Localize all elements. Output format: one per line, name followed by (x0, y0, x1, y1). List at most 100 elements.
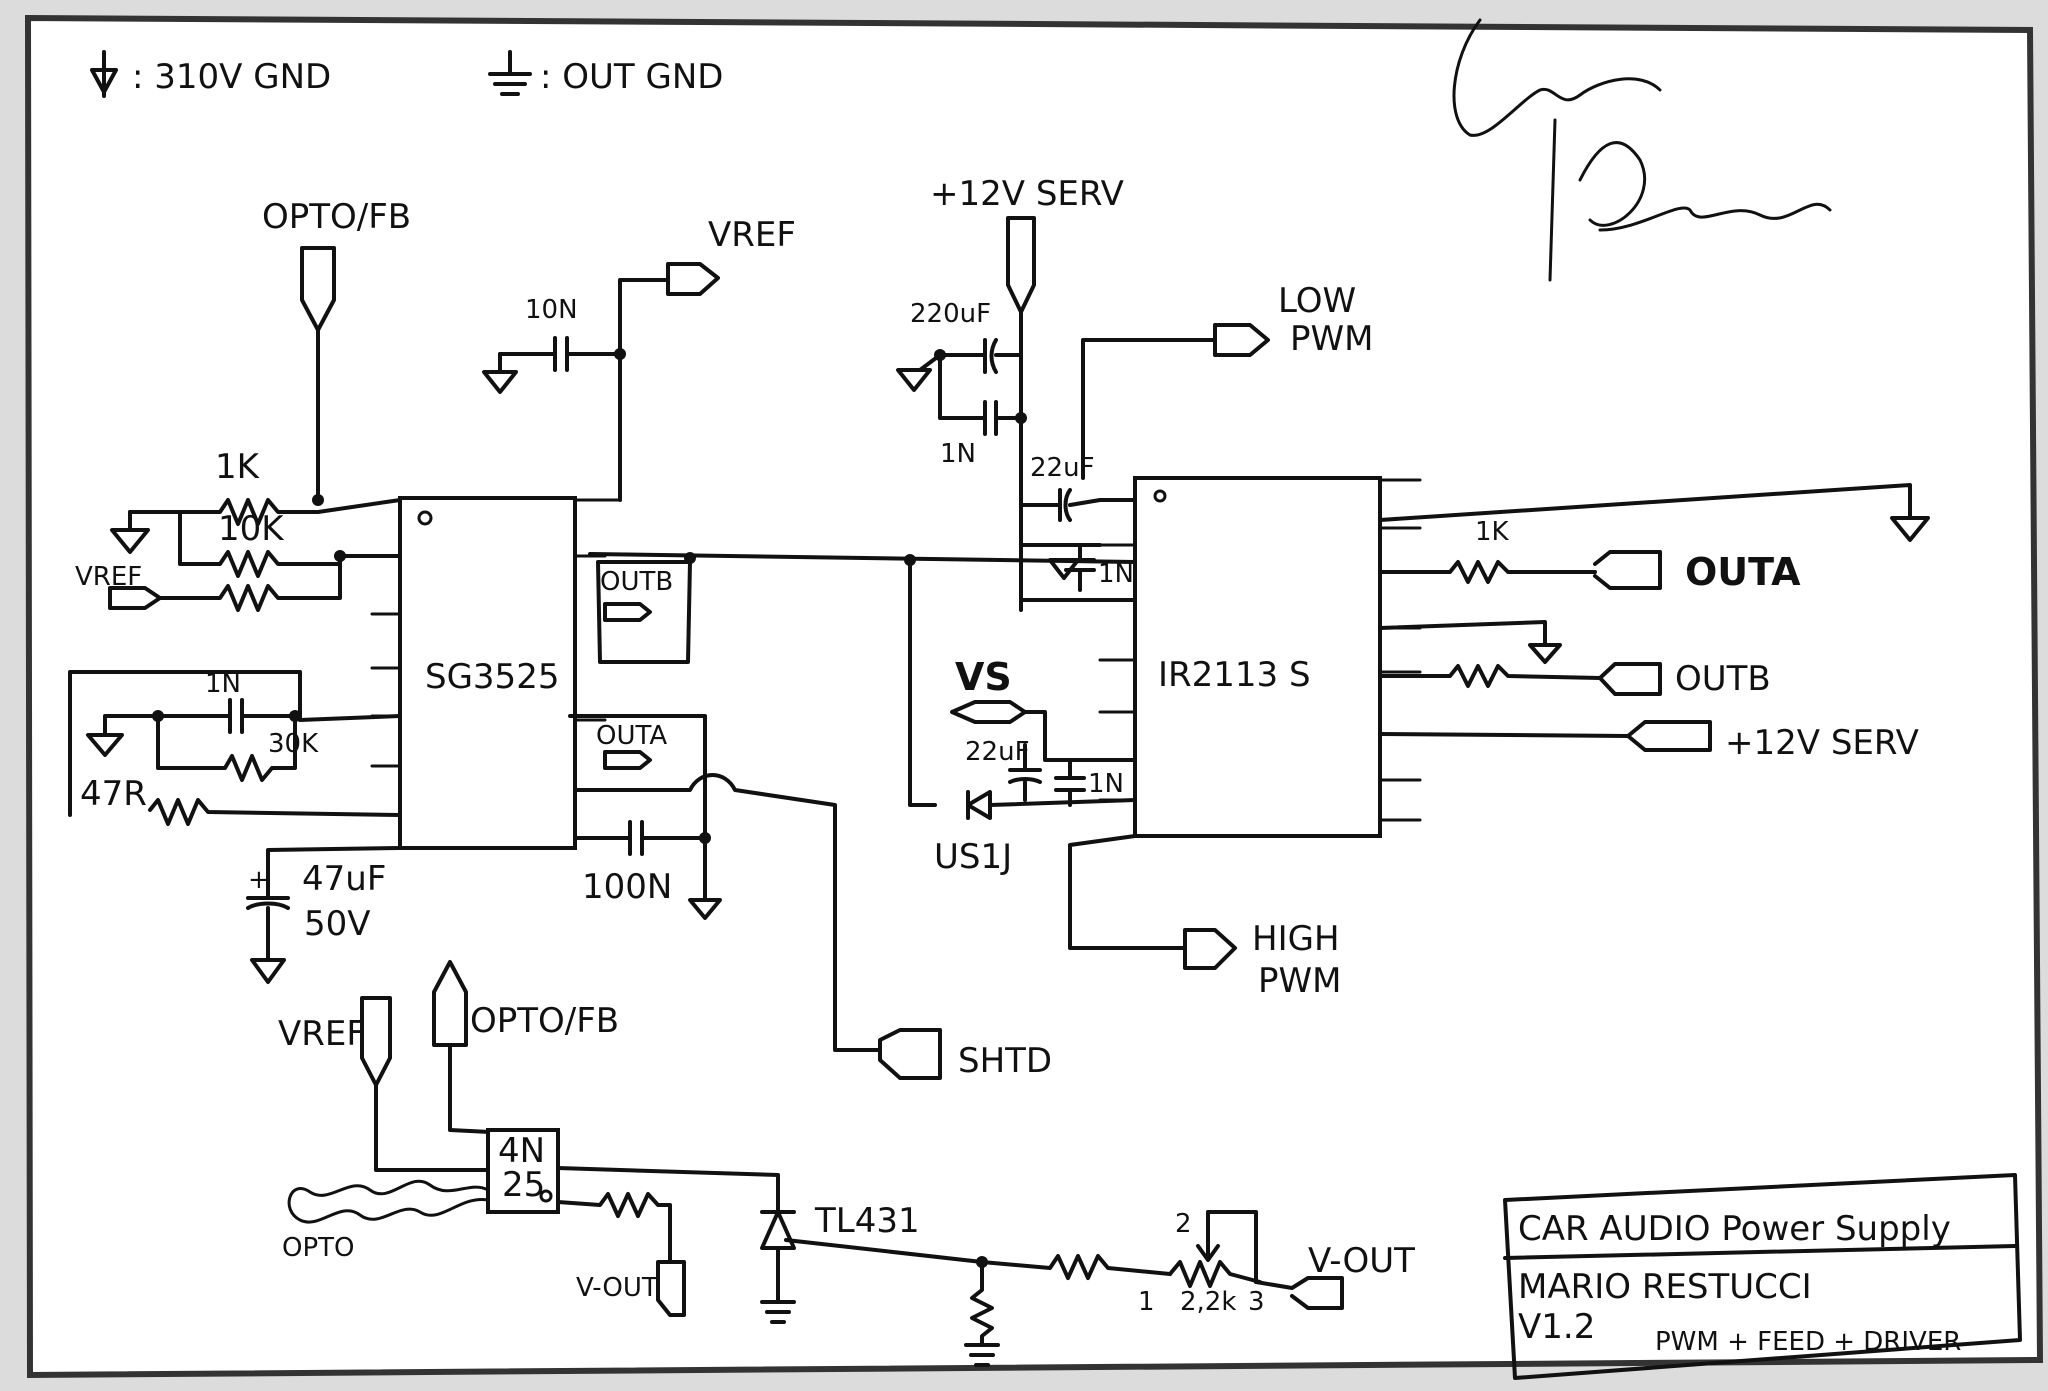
plus12-serv-right-port: +12V SERV (1378, 720, 1919, 763)
c-1n-boot-label: 1N (1088, 769, 1124, 799)
opto-fb-top-label: OPTO/FB (262, 197, 411, 237)
title-subtitle: PWM + FEED + DRIVER (1655, 1327, 1961, 1357)
outb-internal-port: OUTB (596, 560, 692, 664)
low-pwm-port: LOW PWM (1081, 281, 1373, 480)
tl431-shunt: TL431 (760, 1201, 984, 1324)
c-1n-supply-label: 1N (940, 439, 976, 469)
ground-symbol-right (1378, 483, 1930, 542)
low-pwm-label-1: LOW (1278, 281, 1356, 321)
signature (1452, 18, 1832, 282)
vref-bottom-port: VREF (278, 996, 492, 1172)
c-47uf-label-1: 47uF (302, 859, 386, 899)
capacitor-10n: 10N (482, 295, 622, 394)
sg3525-chip (398, 496, 577, 850)
tl431-label: TL431 (814, 1201, 920, 1241)
title-version: V1.2 (1518, 1307, 1595, 1347)
vref-top-port: VREF (573, 215, 796, 502)
r-1k-right-label: 1K (1475, 517, 1510, 547)
c-100n-label: 100N (582, 867, 672, 907)
timing-network-frame (68, 670, 402, 817)
r-30k-label: 30K (268, 729, 319, 759)
resistor-47r: 47R (80, 774, 402, 826)
pot-value-label: 2,2k (1180, 1287, 1236, 1317)
resistor-vout-left: V-OUT (556, 1192, 686, 1317)
vcc-return-wire (1019, 543, 1137, 602)
pot-pin3-label: 3 (1248, 1287, 1265, 1317)
outb-right-label: OUTB (1675, 659, 1771, 699)
legend-310v-gnd-text: : 310V GND (132, 57, 331, 97)
high-pwm-label-2: PWM (1258, 961, 1341, 1001)
opto-collector-wire (556, 1166, 780, 1214)
r-10k-label: 10K (218, 509, 285, 549)
diode-us1j: US1J (908, 558, 1137, 877)
opto-scribble: OPTO (282, 1179, 490, 1263)
capacitor-1n-supply: 1N (938, 353, 1027, 469)
high-pwm-port: HIGH PWM (1068, 834, 1341, 1001)
c-220uf-label: 220uF (910, 299, 991, 329)
d-us1j-label: US1J (934, 837, 1012, 877)
resistor-1k-top: 1K (128, 447, 402, 526)
sg3525-pin1-marker (417, 510, 433, 526)
shtd-port: SHTD (648, 773, 1052, 1081)
vout-right-port: V-OUT (1254, 1241, 1415, 1310)
outb-internal-label: OUTB (600, 567, 673, 597)
pwm-bus-wire (588, 552, 1137, 564)
r-1k-top-label: 1K (215, 447, 261, 487)
vref-left-port: VREF (75, 554, 342, 612)
vref-left-label: VREF (75, 562, 142, 592)
opto-fb-bottom-port: OPTO/FB (432, 960, 619, 1134)
pot-pin1-label: 1 (1138, 1287, 1155, 1317)
ground-symbol-2 (86, 714, 160, 757)
4n25-chip (486, 1128, 560, 1214)
legend-310v-gnd: : 310V GND (90, 50, 331, 98)
outa-right-label: OUTA (1685, 550, 1801, 594)
opto-scribble-label: OPTO (282, 1233, 355, 1263)
capacitor-22uf-boot: 22uF (965, 737, 1042, 802)
r-47r-label: 47R (80, 774, 147, 814)
ground-symbol-right-2 (1378, 620, 1562, 664)
legend-out-gnd: : OUT GND (488, 50, 723, 97)
resistor-1k-right: 1K OUTA (1378, 517, 1801, 594)
ground-symbol-1 (110, 510, 150, 554)
4n25-label-1: 4N (498, 1131, 545, 1171)
capacitor-220uf: 220uF (910, 299, 1023, 374)
opto-fb-top-port: OPTO/FB (262, 197, 411, 502)
vs-label: VS (955, 655, 1012, 699)
vref-top-label: VREF (708, 215, 796, 255)
capacitor-47uf: + 47uF 50V (246, 846, 402, 984)
vout-left-label: V-OUT (576, 1273, 658, 1303)
legend-out-gnd-text: : OUT GND (540, 57, 723, 97)
title-line2: MARIO RESTUCCI (1518, 1267, 1812, 1307)
plus12-top-label: +12V SERV (930, 174, 1124, 214)
trimmer-2k2: 2 1 2,2k 3 (1138, 1209, 1265, 1317)
outa-internal-label: OUTA (596, 721, 667, 751)
ir2113-pin1-marker (1153, 489, 1167, 503)
4n25-label-2: 25 (502, 1165, 545, 1205)
4n25-pin1-marker (539, 1189, 553, 1203)
resistor-30k: 30K (156, 714, 319, 782)
outb-right-port: OUTB (1378, 659, 1771, 699)
ir2113-chip (1133, 476, 1382, 838)
ground-symbol-3 (896, 353, 942, 392)
vs-port: VS (950, 655, 1137, 762)
low-pwm-label-2: PWM (1290, 319, 1373, 359)
paper (24, 14, 2044, 1379)
capacitor-1n-vcc: 1N (1019, 543, 1134, 592)
pot-pin2-label: 2 (1175, 1209, 1192, 1239)
vref-bottom-label: VREF (278, 1014, 366, 1054)
high-pwm-label-1: HIGH (1252, 919, 1340, 959)
plus12-right-label: +12V SERV (1725, 723, 1919, 763)
ir2113-label: IR2113 S (1158, 655, 1311, 695)
sg3525-label: SG3525 (425, 657, 559, 697)
vout-right-label: V-OUT (1308, 1241, 1415, 1281)
capacitor-100n: 100N (573, 820, 722, 920)
c-22uf-boot-label: 22uF (965, 737, 1030, 767)
shtd-label: SHTD (958, 1041, 1052, 1081)
c-1n-vcc-label: 1N (1098, 559, 1134, 589)
title-line1: CAR AUDIO Power Supply (1518, 1209, 1951, 1249)
divider-upper-resistor (980, 1254, 1172, 1280)
title-block: CAR AUDIO Power Supply MARIO RESTUCCI V1… (1503, 1173, 2022, 1380)
outa-internal-port: OUTA (568, 714, 707, 902)
c-47uf-label-2: 50V (304, 904, 371, 944)
